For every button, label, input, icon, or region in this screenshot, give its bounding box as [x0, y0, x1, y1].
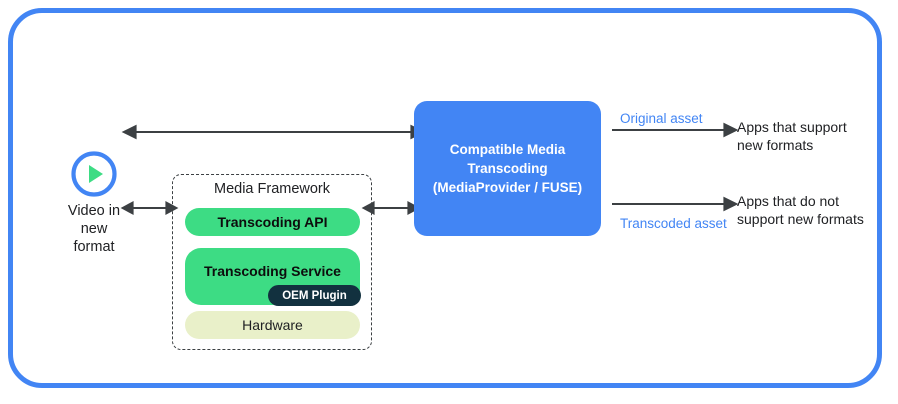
arrow-framework-to-cmt	[361, 201, 421, 215]
play-circle-icon	[70, 150, 118, 198]
arrow-source-to-framework	[120, 201, 179, 215]
video-source-label: Video in new format	[67, 203, 121, 255]
transcoded-asset-label: Transcoded asset	[620, 216, 727, 231]
media-framework-container	[172, 174, 372, 350]
outer-frame-border	[8, 8, 882, 388]
compatible-media-transcoding-box: Compatible Media Transcoding (MediaProvi…	[414, 101, 601, 236]
apps-that-support-label: Apps that support new formats	[737, 119, 847, 153]
arrow-source-to-cmt	[121, 124, 426, 140]
arrow-cmt-to-apps-nosupport	[612, 196, 739, 212]
hardware-block: Hardware	[185, 311, 360, 339]
arrow-cmt-to-apps-support	[612, 122, 739, 138]
transcoding-api-block: Transcoding API	[185, 208, 360, 236]
media-framework-title: Media Framework	[213, 181, 331, 197]
original-asset-label: Original asset	[620, 111, 703, 126]
oem-plugin-badge: OEM Plugin	[268, 285, 361, 306]
apps-that-do-not-support-label: Apps that do not support new formats	[737, 193, 864, 227]
